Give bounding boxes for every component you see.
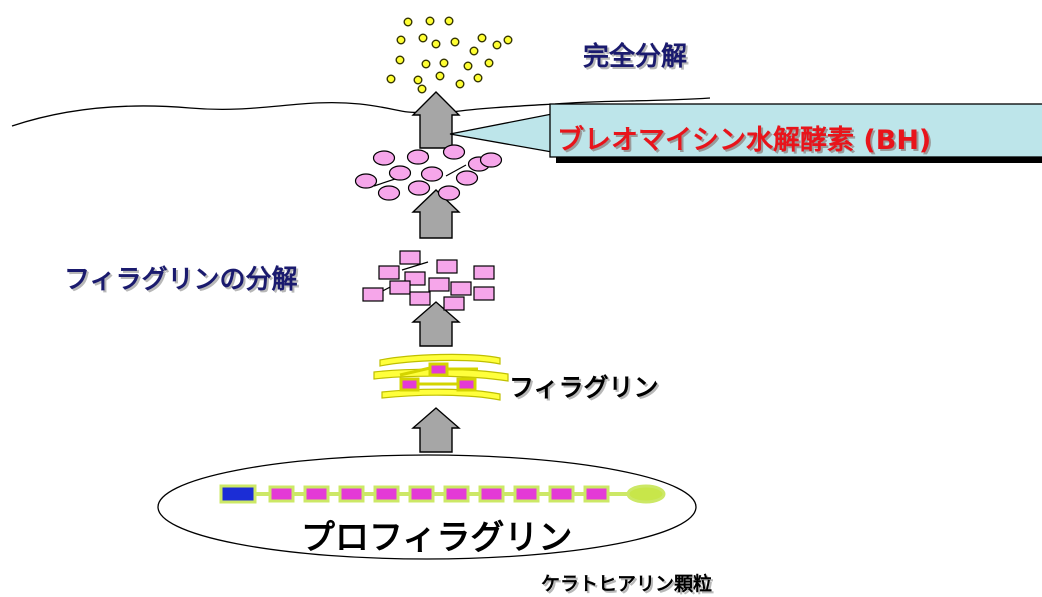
process-arrows (411, 91, 461, 453)
up-arrow-icon (411, 301, 461, 347)
peptide-block (473, 265, 495, 280)
filaggrin-repeat (478, 485, 505, 503)
amino-acid-dot (425, 16, 435, 26)
peptide-fragments (354, 144, 503, 201)
amino-acid-dot (439, 58, 449, 68)
peptide-ellipse (420, 166, 444, 182)
filaggrin-repeat (373, 485, 400, 503)
peptide-block (428, 277, 450, 292)
amino-acid-dot (484, 58, 494, 68)
callout-box (549, 103, 1042, 158)
callout-pointer (449, 113, 553, 153)
filaggrin-repeat (443, 485, 470, 503)
amino-acid-dot (492, 40, 502, 50)
enzyme-label: ブレオマイシン水解酵素 (BH) (557, 125, 932, 156)
c-terminal-domain (626, 484, 666, 504)
keratohyalin-granule-label: ケラトヒアリン顆粒 (541, 573, 713, 595)
peptide-ellipse (354, 173, 378, 189)
filaggrin-repeat (513, 485, 540, 503)
amino-acid-dot (450, 37, 460, 47)
filaggrin-label: フィラグリン (509, 373, 659, 402)
amino-acid-dot (469, 46, 479, 56)
amino-acid-dot (413, 75, 423, 85)
peptide-ellipse (372, 150, 396, 166)
peptide-block (450, 281, 472, 296)
peptide-ellipse (437, 185, 461, 201)
amino-acid-dots (386, 16, 513, 94)
amino-acid-dot (503, 35, 513, 45)
filaggrin-repeat (303, 485, 330, 503)
peptide-block (399, 250, 421, 265)
amino-acid-dot (473, 73, 483, 83)
profilaggrin-label: プロフィラグリン (301, 518, 573, 558)
amino-acid-dot (421, 59, 431, 69)
peptide-block (436, 259, 458, 274)
peptide-ellipse (377, 185, 401, 201)
peptide-ellipse (388, 165, 412, 181)
peptide-block (409, 291, 431, 306)
n-terminal-domain (219, 484, 257, 504)
amino-acid-dot (386, 74, 396, 84)
filaggrin-repeat (268, 485, 295, 503)
peptide-block (389, 280, 411, 295)
peptide-ellipse (407, 180, 431, 196)
amino-acid-dot (418, 33, 428, 43)
peptide-block (378, 265, 400, 280)
fiber (379, 353, 501, 367)
filaggrin-unit (456, 377, 477, 392)
filaggrin-fragments (362, 250, 495, 311)
filaggrin-unit (428, 362, 449, 377)
filaggrin-fibers (373, 353, 509, 401)
amino-acid-dot (463, 61, 473, 71)
filaggrin-repeat (408, 485, 435, 503)
complete-degradation-label: 完全分解 (583, 42, 688, 72)
amino-acid-dot (396, 35, 406, 45)
fiber (381, 388, 501, 401)
amino-acid-dot (455, 79, 465, 89)
up-arrow-icon (411, 407, 461, 453)
filaggrin-repeat (583, 485, 610, 503)
filaggrin-repeat (548, 485, 575, 503)
amino-acid-dot (477, 33, 487, 43)
profilaggrin-chain (219, 484, 666, 504)
enzyme-callout (449, 103, 1042, 163)
amino-acid-dot (395, 55, 405, 65)
up-arrow-icon (411, 91, 461, 149)
peptide-block (443, 296, 465, 311)
keratohyalin-granule (157, 454, 697, 560)
amino-acid-dot (403, 17, 413, 27)
amino-acid-dot (435, 71, 445, 81)
peptide-ellipse (406, 149, 430, 165)
filaggrin-degradation-label: フィラグリンの分解 (64, 265, 298, 295)
amino-acid-dot (431, 39, 441, 49)
peptide-ellipse (479, 152, 503, 168)
peptide-ellipse (455, 170, 479, 186)
peptide-ellipse (442, 144, 466, 160)
filaggrin-repeat (338, 485, 365, 503)
peptide-block (362, 287, 384, 302)
amino-acid-dot (417, 84, 427, 94)
up-arrow-icon (411, 189, 461, 239)
filaggrin-unit (399, 377, 420, 392)
peptide-block (473, 286, 495, 301)
amino-acid-dot (444, 16, 454, 26)
